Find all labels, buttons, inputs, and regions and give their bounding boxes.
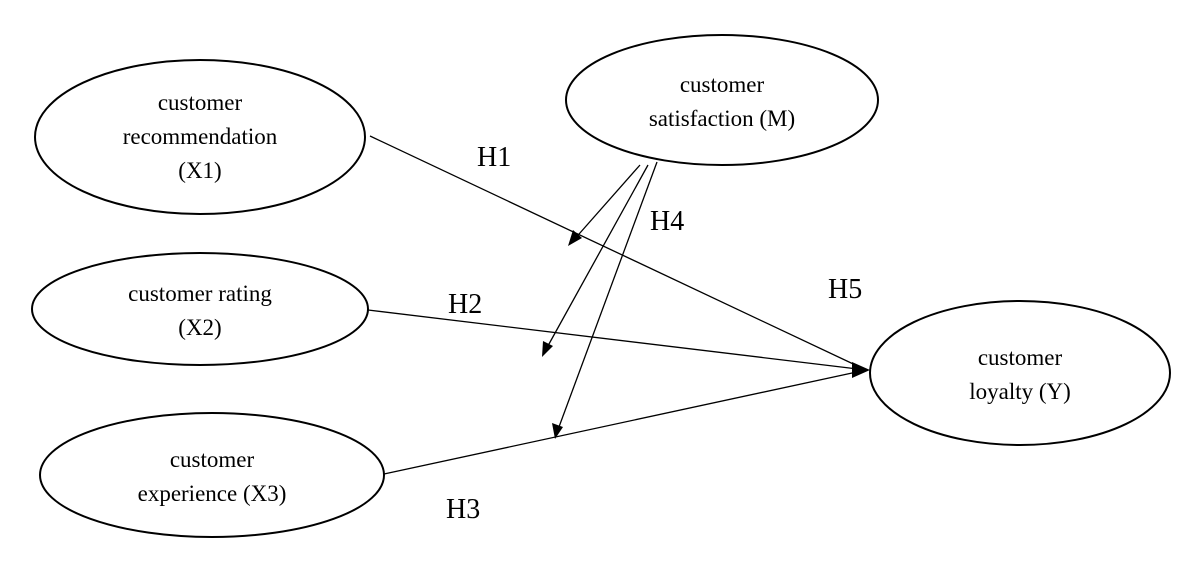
hypothesis-label-h3: H3 bbox=[446, 494, 480, 525]
edge-x1-to-y bbox=[369, 135, 867, 371]
edge-x3-to-y bbox=[383, 369, 867, 475]
edges bbox=[367, 135, 867, 475]
arrowhead-h1-path bbox=[568, 230, 582, 246]
node-x2-label-2: (X2) bbox=[178, 315, 221, 340]
node-x1-label-3: (X1) bbox=[178, 158, 221, 183]
node-x1-label-1: customer bbox=[158, 90, 243, 115]
node-customer-loyalty: customer loyalty (Y) bbox=[869, 300, 1171, 446]
node-customer-recommendation: customer recommendation (X1) bbox=[34, 59, 366, 215]
node-x2-label-1: customer rating bbox=[128, 281, 272, 306]
node-customer-satisfaction: customer satisfaction (M) bbox=[565, 34, 879, 166]
node-m-label-1: customer bbox=[680, 72, 765, 97]
hypothesis-label-h5: H5 bbox=[828, 274, 862, 305]
node-y-label-2: loyalty (Y) bbox=[969, 379, 1071, 404]
edge-m-to-h2-path bbox=[543, 164, 649, 354]
arrowhead-h2-path bbox=[542, 341, 553, 357]
node-x3-label-1: customer bbox=[170, 447, 255, 472]
node-x1-label-2: recommendation bbox=[123, 124, 278, 149]
node-y-label-1: customer bbox=[978, 345, 1063, 370]
hypothesis-label-h1: H1 bbox=[477, 142, 511, 173]
arrowhead-y bbox=[852, 362, 870, 378]
node-x3-label-2: experience (X3) bbox=[138, 481, 287, 506]
arrowhead-h3-path bbox=[552, 423, 563, 439]
node-m-label-2: satisfaction (M) bbox=[649, 106, 795, 131]
hypothesis-label-h2: H2 bbox=[448, 289, 482, 320]
hypothesis-labels: H1 H2 H3 H4 H5 bbox=[446, 142, 862, 525]
node-customer-rating: customer rating (X2) bbox=[31, 252, 369, 366]
arrowheads bbox=[542, 230, 870, 439]
node-customer-experience: customer experience (X3) bbox=[39, 412, 385, 538]
hypothesis-label-h4: H4 bbox=[650, 206, 684, 237]
edge-x2-to-y bbox=[367, 309, 867, 371]
edge-m-to-h3-path bbox=[555, 161, 658, 436]
edge-m-to-h1-path bbox=[571, 164, 641, 243]
